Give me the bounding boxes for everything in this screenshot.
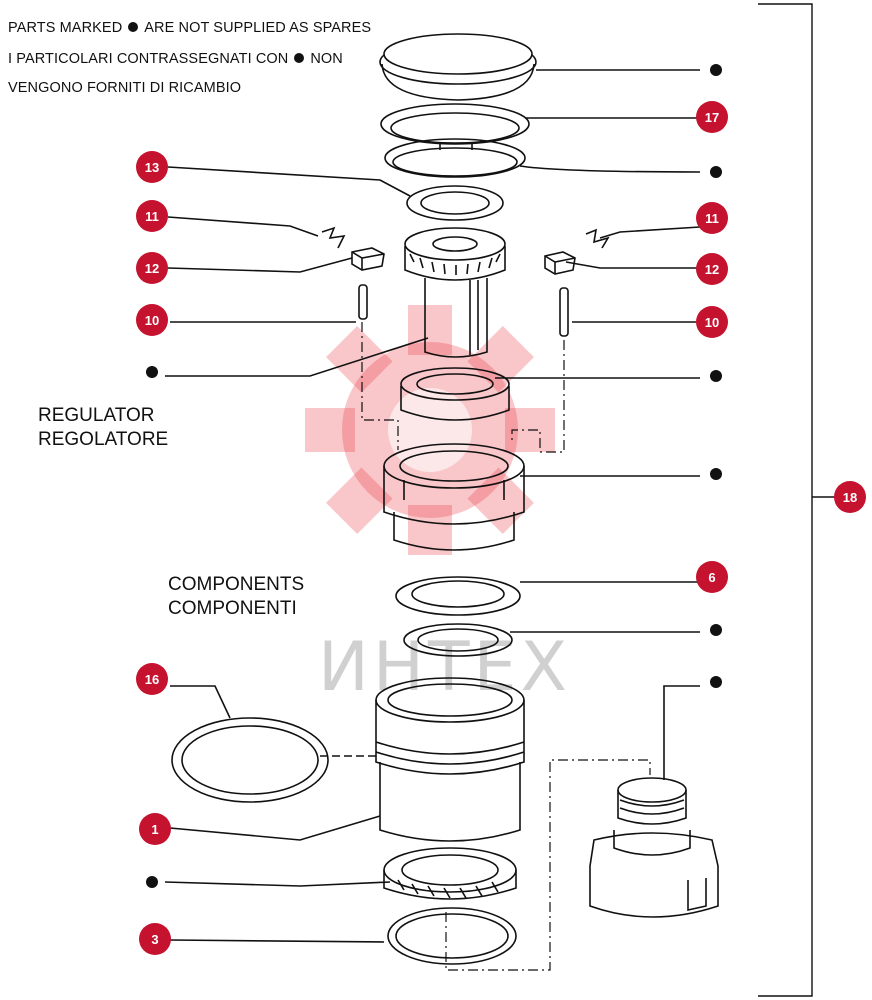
not-supplied-dot-icon bbox=[710, 370, 722, 382]
section-label-en: COMPONENTS bbox=[168, 574, 305, 595]
callout-3[interactable]: 3 bbox=[139, 923, 171, 955]
bullet-dot-icon bbox=[128, 22, 139, 33]
not-supplied-dot-icon bbox=[710, 468, 722, 480]
section-regulator: REGULATOR REGOLATORE bbox=[38, 404, 168, 452]
note-text: ARE NOT SUPPLIED AS SPARES bbox=[144, 20, 372, 36]
note-text: I PARTICOLARI CONTRASSEGNATI CON bbox=[8, 51, 289, 67]
callout-12-right[interactable]: 12 bbox=[696, 253, 728, 285]
cap-part bbox=[379, 33, 537, 101]
not-supplied-dot-icon bbox=[710, 624, 722, 636]
callout-10-left[interactable]: 10 bbox=[136, 304, 168, 336]
callout-13[interactable]: 13 bbox=[136, 151, 168, 183]
note-line-2: I PARTICOLARI CONTRASSEGNATI CON NON bbox=[8, 51, 343, 67]
gear-shaft-part bbox=[404, 227, 506, 358]
callout-18[interactable]: 18 bbox=[834, 481, 866, 513]
regulator-housing-part bbox=[383, 443, 525, 551]
not-supplied-dot-icon bbox=[146, 366, 158, 378]
callout-1[interactable]: 1 bbox=[139, 813, 171, 845]
section-label-it: REGOLATORE bbox=[38, 429, 169, 450]
not-supplied-dot-icon bbox=[146, 876, 158, 888]
note-line-1: PARTS MARKED ARE NOT SUPPLIED AS SPARES bbox=[8, 20, 371, 36]
callout-12-left[interactable]: 12 bbox=[136, 252, 168, 284]
watermark-text: ИНТЕХ bbox=[318, 628, 572, 707]
section-label-it: COMPONENTI bbox=[168, 598, 297, 619]
section-components: COMPONENTS COMPONENTI bbox=[168, 573, 304, 621]
adjuster-part bbox=[589, 777, 719, 918]
callout-11-right[interactable]: 11 bbox=[696, 202, 728, 234]
callout-10-right[interactable]: 10 bbox=[696, 306, 728, 338]
not-supplied-dot-icon bbox=[710, 166, 722, 178]
callout-6[interactable]: 6 bbox=[696, 561, 728, 593]
body-part bbox=[375, 677, 525, 842]
callout-16[interactable]: 16 bbox=[136, 663, 168, 695]
not-supplied-dot-icon bbox=[710, 64, 722, 76]
callout-17[interactable]: 17 bbox=[696, 101, 728, 133]
section-label-en: REGULATOR bbox=[38, 405, 155, 426]
callout-11-left[interactable]: 11 bbox=[136, 200, 168, 232]
note-text: PARTS MARKED bbox=[8, 20, 123, 36]
not-supplied-dot-icon bbox=[710, 676, 722, 688]
note-line-3: VENGONO FORNITI DI RICAMBIO bbox=[8, 80, 242, 96]
bullet-dot-icon bbox=[294, 53, 305, 64]
note-text: NON bbox=[310, 51, 343, 67]
